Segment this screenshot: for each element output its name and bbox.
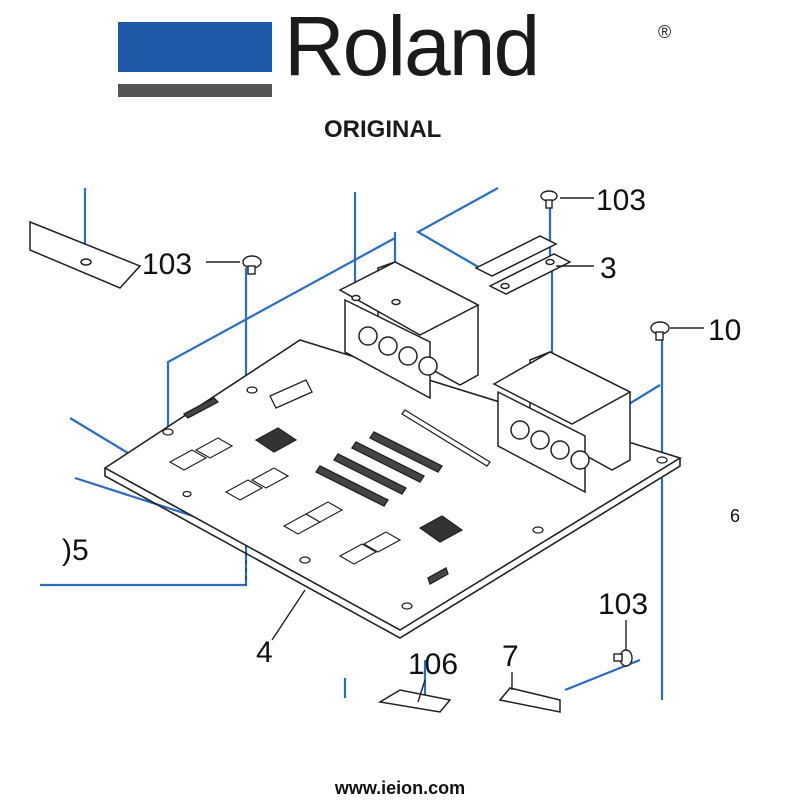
callout-3: 3	[600, 252, 617, 285]
bracket-plate	[474, 235, 572, 295]
website-url: www.ieion.com	[334, 778, 466, 798]
screw-icon	[540, 190, 558, 209]
logo-gray-bar	[118, 84, 272, 97]
callout-103-top-right: 103	[596, 184, 646, 217]
callout-106: 106	[408, 648, 458, 681]
callout-7: 7	[502, 640, 519, 673]
screw-icon	[613, 649, 633, 667]
callout-6-partial: 6	[730, 506, 740, 526]
logo-blue-bar	[118, 22, 272, 72]
brand-tagline: ORIGINAL	[324, 116, 442, 143]
slot-connectors	[182, 379, 491, 585]
mounting-holes	[162, 386, 668, 610]
brand-logo: Roland ® ORIGINAL	[118, 4, 698, 143]
screw-icon	[242, 255, 262, 275]
board-chips	[168, 427, 464, 565]
screw-icon	[650, 321, 670, 341]
callout-05-left: )5	[62, 534, 89, 567]
screw-icons	[242, 190, 670, 667]
connector-bracket-left	[338, 261, 480, 400]
left-strip	[29, 220, 142, 289]
callout-103-left: 103	[142, 248, 192, 281]
callout-103-bottom: 103	[598, 588, 648, 621]
connector-bracket-right	[492, 351, 632, 494]
callout-ticks	[206, 197, 704, 703]
callout-4: 4	[256, 636, 273, 669]
partial-parts-bottom	[377, 687, 561, 713]
brand-name: Roland	[284, 0, 540, 93]
registered-mark: ®	[658, 22, 672, 42]
callout-10-right: 10	[708, 314, 741, 347]
